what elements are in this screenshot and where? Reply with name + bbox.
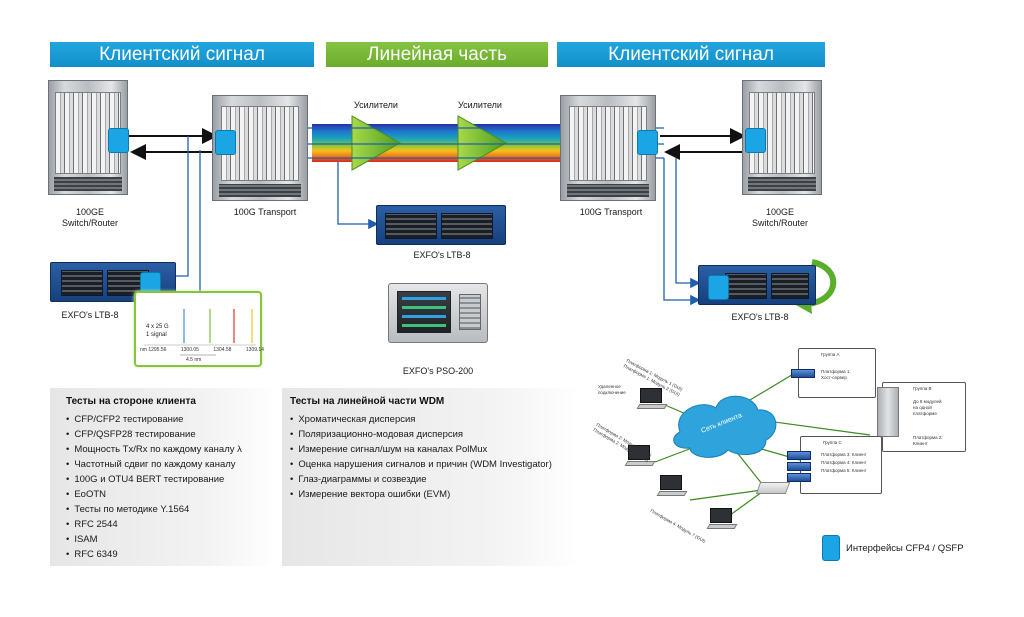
amplifier-label-1: Усилители (354, 100, 398, 110)
transport-right-label: 100G Transport (579, 207, 643, 217)
client-test-item: RFC 6349 (66, 547, 278, 562)
ltb-center-label: EXFO's LTB-8 (413, 250, 471, 260)
interface-transport-left (215, 130, 236, 155)
amplifier-2 (457, 115, 508, 171)
wdm-test-item: Глаз-диаграммы и созвездие (290, 472, 582, 487)
client-test-item: 100G и OTU4 BERT тестирование (66, 472, 278, 487)
wdm-tests-heading: Тесты на линейной части WDM (290, 396, 445, 407)
legend-interface-swatch (822, 535, 840, 561)
laptop-mid-screen (628, 445, 650, 460)
banner-line-section: Линейная часть (326, 42, 548, 67)
group-a-server (791, 369, 815, 378)
laptop-remote-label: Удаленное подключение (598, 384, 626, 395)
pso-label: EXFO's PSO-200 (402, 366, 474, 376)
laptop-b2-base (706, 524, 738, 529)
interface-router-left (108, 128, 129, 153)
laptop-mid-base (624, 461, 656, 466)
group-c-box: Группа С Платформа 3: Клиент Платформа 4… (787, 436, 882, 494)
router-left-label: 100GE Switch/Router (61, 207, 119, 228)
client-test-item: EoOTN (66, 487, 278, 502)
client-tests-panel: Тесты на стороне клиента CFP/CFP2 тестир… (50, 388, 278, 566)
group-a-label: Группа А (821, 352, 840, 357)
link-cloud-switch (734, 449, 763, 485)
spectrum-span: 4.5 nm (186, 357, 202, 363)
amplifier-1 (351, 115, 402, 171)
interface-ltb-right (708, 275, 729, 300)
group-b-box: Группа B До 8 модулей на одной платформе… (877, 382, 966, 452)
laptop-top-base (636, 404, 668, 409)
wdm-tests-panel: Тесты на линейной части WDM Хроматическа… (282, 388, 582, 566)
client-test-item: ISAM (66, 532, 278, 547)
wdm-test-item: Хроматическая дисперсия (290, 412, 582, 427)
ltb-right-label: EXFO's LTB-8 (731, 312, 789, 322)
client-test-item: Частотный сдвиг по каждому каналу (66, 457, 278, 472)
link-switch-laptop-2 (725, 491, 763, 519)
group-a-platform: Платформа 1: Хост-сервер (821, 369, 851, 380)
legend-label: Интерфейсы CFP4 / QSFP (846, 543, 964, 554)
network-switch (755, 482, 791, 494)
group-c-server-2 (787, 462, 811, 471)
group-c-item: Платформа 5: Клиент (821, 468, 867, 473)
group-c-server-3 (787, 473, 811, 482)
wdm-test-item: Измерение сигнал/шум на каналах PolMux (290, 442, 582, 457)
interface-router-right (745, 128, 766, 153)
wdm-test-item: Измерение вектора ошибки (EVM) (290, 487, 582, 502)
client-test-item: CFP/CFP2 тестирование (66, 412, 278, 427)
group-c-item: Платформа 3: Клиент (821, 452, 867, 457)
loopback-arrow (807, 259, 837, 307)
group-b-platform: Платформа 2: Клиент (913, 435, 943, 446)
laptop-b2-screen (710, 508, 732, 523)
ltb8-center (376, 205, 506, 245)
wdm-test-item: Поляризационно-модовая дисперсия (290, 427, 582, 442)
amplifier-label-2: Усилители (458, 100, 502, 110)
banner-client-left: Клиентский сигнал (50, 42, 314, 67)
transport-left-label: 100G Transport (233, 207, 297, 217)
ltb-left-label: EXFO's LTB-8 (61, 310, 119, 320)
interface-transport-right (637, 130, 658, 155)
tap-right-ltb-1 (663, 158, 701, 306)
spectrum-title: 4 x 25 G 1 signal (146, 324, 169, 338)
tap-right-ltb-2 (675, 158, 701, 289)
group-c-label: Группа С (823, 440, 842, 445)
wdm-test-item: Оценка нарушения сигналов и причин (WDM … (290, 457, 582, 472)
pso200-device (388, 283, 488, 343)
spectrum-plot (144, 309, 256, 356)
laptop-b1-screen (660, 475, 682, 490)
group-b-label: Группа B (913, 386, 932, 391)
group-c-item: Платформа 4: Клиент (821, 460, 867, 465)
client-tests-heading: Тесты на стороне клиента (66, 396, 196, 407)
router-right-label: 100GE Switch/Router (751, 207, 809, 228)
banner-client-right: Клиентский сигнал (557, 42, 825, 67)
client-test-item: Тесты по методике Y.1564 (66, 502, 278, 517)
group-b-rack (877, 387, 899, 437)
group-a-box: Группа А Платформа 1: Хост-сервер (791, 348, 876, 398)
client-test-item: CFP/QSFP28 тестирование (66, 427, 278, 442)
laptop-b1-base (656, 491, 688, 496)
client-test-item: Мощность Tx/Rx по каждому каналу λ (66, 442, 278, 457)
group-b-note: До 8 модулей на одной платформе (913, 399, 942, 416)
link-switch-laptop-1 (689, 489, 763, 501)
client-test-item: RFC 2544 (66, 517, 278, 532)
group-c-server-1 (787, 451, 811, 460)
tap-center-ltb (337, 162, 379, 230)
customer-cloud (673, 395, 777, 458)
laptop-top-screen (640, 388, 662, 403)
